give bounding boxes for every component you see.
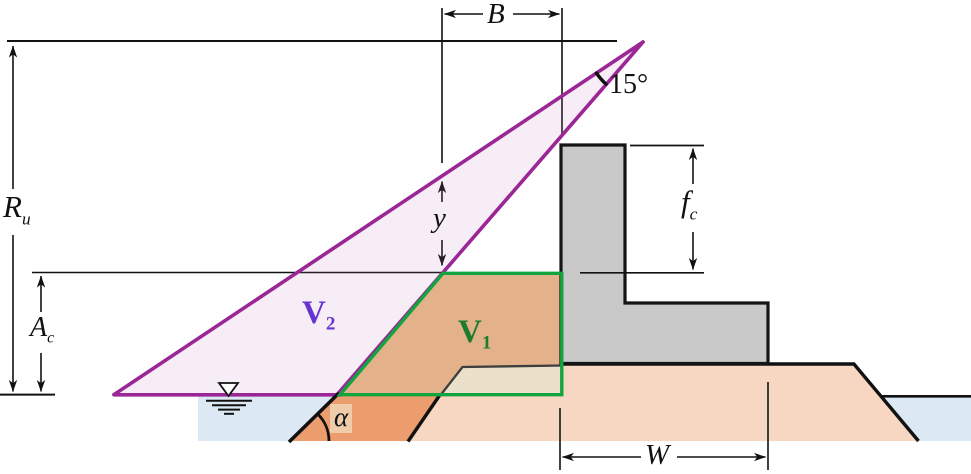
slope-angle-label: α (330, 404, 353, 433)
v1-volume-label: V1 (458, 314, 492, 354)
wall-width-dimension (559, 382, 769, 470)
v2-volume-label: V2 (302, 295, 336, 335)
runup-height-label: Ru (3, 189, 31, 229)
slope-angle-arc (316, 412, 331, 442)
armour-freeboard-label: Ac (30, 312, 55, 347)
armour-slope-line (287, 391, 341, 444)
wall-freeboard-label: fc (681, 184, 698, 224)
armour-layer-orange (292, 394, 440, 441)
core-slope-line (406, 394, 441, 443)
apex-angle-arc (594, 71, 608, 86)
apex-angle-label: 15° (609, 69, 649, 100)
water-level-icon (206, 382, 252, 415)
wedge-depth-label: y (433, 202, 446, 234)
v1-region-outline (336, 271, 564, 397)
core-top-beige (439, 366, 562, 396)
v1-region-fill (340, 273, 562, 395)
core-boundary-line (438, 364, 564, 398)
wall-width-label: W (645, 439, 670, 471)
berm-width-label: B (487, 0, 505, 30)
sea-water-right (881, 396, 971, 441)
rear-slope-line (852, 362, 920, 443)
crown-wall (559, 143, 770, 366)
